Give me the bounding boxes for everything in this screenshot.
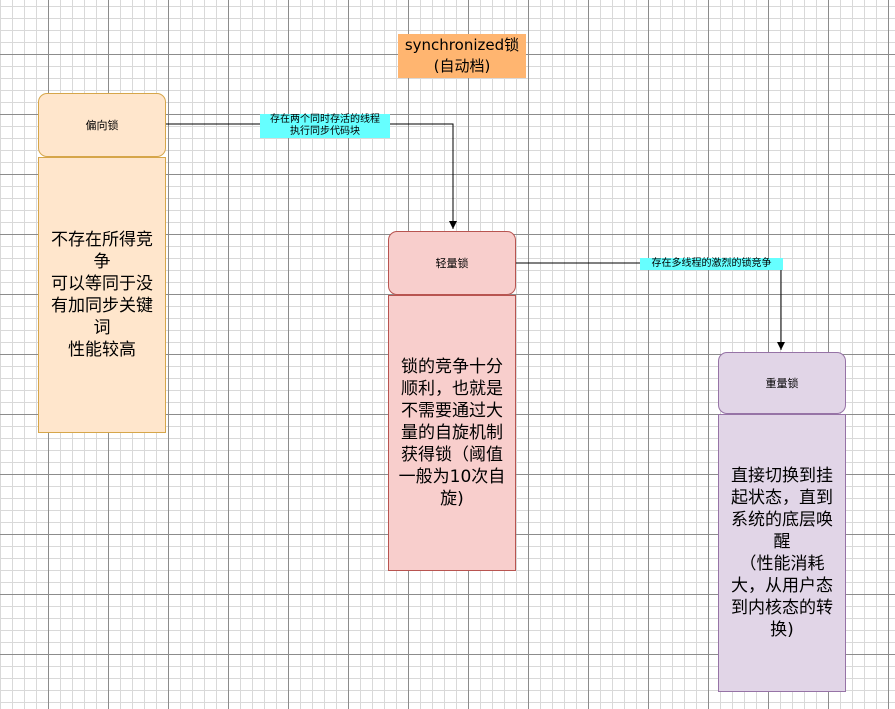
title-line-1: synchronized锁 bbox=[404, 36, 520, 54]
edge-lightweight-to-heavyweight bbox=[516, 262, 785, 350]
edge-label-2: 存在多线程的激烈的锁竞争 bbox=[640, 258, 783, 270]
edge-label-1: 存在两个同时存活的线程 执行同步代码块 bbox=[260, 114, 390, 138]
node-heavyweight-lock[interactable]: 重量锁 bbox=[718, 352, 846, 414]
node-lightweight-lock-description: 锁的竞争十分 顺利，也就是 不需要通过大 量的自旋机制 获得锁（阈值 一般为10… bbox=[388, 295, 516, 571]
node-lightweight-lock[interactable]: 轻量锁 bbox=[388, 231, 516, 295]
diagram-title: synchronized锁 (自动档) bbox=[398, 34, 526, 78]
node-lightweight-lock-label: 轻量锁 bbox=[435, 257, 469, 270]
node-heavyweight-lock-label: 重量锁 bbox=[765, 377, 799, 390]
node-heavyweight-lock-description: 直接切换到挂 起状态，直到 系统的底层唤 醒 （性能消耗 大，从用户态 到内核态… bbox=[718, 414, 846, 692]
node-biased-lock[interactable]: 偏向锁 bbox=[38, 93, 166, 157]
title-line-2: (自动档) bbox=[433, 57, 491, 75]
node-biased-lock-description: 不存在所得竞 争 可以等同于没 有加同步关键 词 性能较高 bbox=[38, 157, 166, 433]
node-biased-lock-label: 偏向锁 bbox=[85, 119, 119, 132]
edge-biased-to-lightweight bbox=[166, 123, 457, 229]
